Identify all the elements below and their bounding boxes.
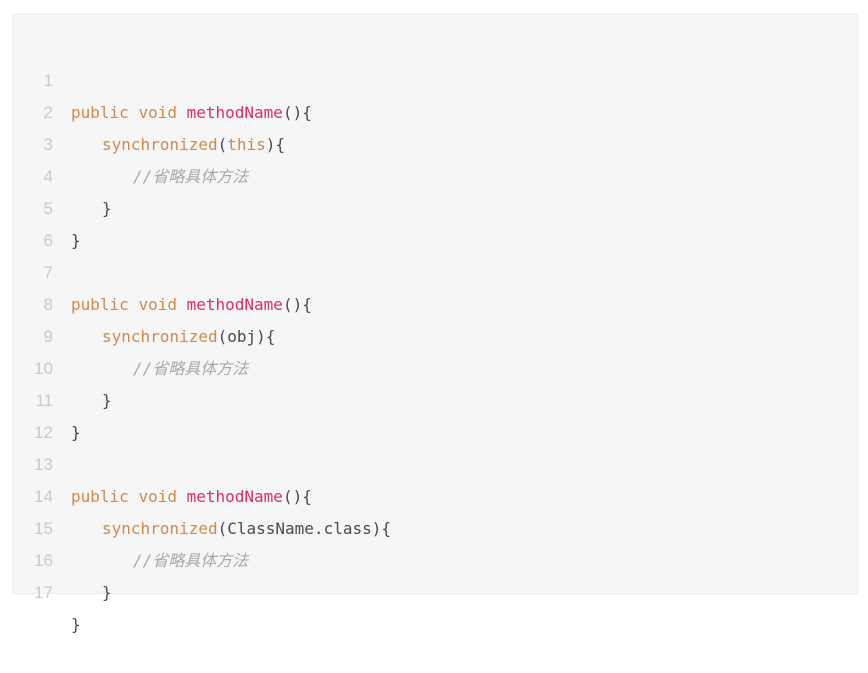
punctuation: ){ [256, 327, 276, 346]
line-number: 16 [34, 551, 53, 570]
line-number: 14 [34, 487, 53, 506]
code-line: 17 } [13, 545, 857, 634]
function-name: methodName [186, 295, 283, 314]
punctuation: ( [217, 327, 228, 346]
punctuation: (){ [282, 487, 312, 506]
line-number: 4 [43, 167, 53, 186]
code-block: 1 public void methodName(){ 2 synchroniz… [12, 14, 858, 634]
code-line: 7 public void methodName(){ [13, 225, 857, 314]
code-text: public void methodName(){ [71, 97, 312, 129]
line-number: 12 [34, 423, 53, 442]
code-line: 4 } [13, 129, 857, 218]
keyword-synchronized: synchronized [102, 327, 218, 346]
code-line: 5 } [13, 161, 857, 250]
code-text: public void methodName(){ [71, 481, 312, 513]
keyword-void: void [138, 487, 177, 506]
line-number: 6 [43, 231, 53, 250]
punctuation: ){ [371, 519, 391, 538]
code-line: 6 [13, 193, 857, 250]
function-name: methodName [186, 103, 283, 122]
line-number: 17 [34, 583, 53, 602]
code-text: synchronized(ClassName.class){ [71, 513, 391, 545]
line-number: 9 [43, 327, 53, 346]
line-number: 3 [43, 135, 53, 154]
code-line: 12 [13, 385, 857, 442]
keyword-this: this [227, 135, 266, 154]
code-line: 16 } [13, 513, 857, 602]
code-line: 9 //省略具体方法 [13, 289, 857, 378]
code-text: public void methodName(){ [71, 289, 312, 321]
identifier-obj: obj [227, 327, 257, 346]
line-number: 7 [43, 263, 53, 282]
line-number: 8 [43, 295, 53, 314]
line-number: 11 [35, 391, 53, 410]
line-number: 13 [34, 455, 53, 474]
punctuation: (){ [282, 295, 312, 314]
punctuation: ( [217, 135, 228, 154]
punctuation: ){ [265, 135, 286, 154]
code-line: 13 public void methodName(){ [13, 417, 857, 506]
line-number: 5 [43, 199, 53, 218]
closing-brace: } [71, 615, 81, 634]
closing-brace: } [102, 199, 112, 218]
code-line: 8 synchronized(obj){ [13, 257, 857, 346]
punctuation: ( [217, 519, 228, 538]
line-number: 15 [34, 519, 53, 538]
code-line: 2 synchronized(this){ [13, 65, 857, 154]
code-text: synchronized(this){ [71, 129, 285, 161]
closing-brace: } [102, 583, 112, 602]
code-line: 1 public void methodName(){ [13, 33, 857, 122]
code-comment: //省略具体方法 [133, 359, 249, 378]
punctuation: (){ [282, 103, 312, 122]
code-text: synchronized(obj){ [71, 321, 275, 353]
code-lines: 1 public void methodName(){ 2 synchroniz… [13, 33, 857, 634]
line-number: 10 [34, 359, 53, 378]
line-number: 2 [43, 103, 53, 122]
line-number: 1 [43, 71, 53, 90]
function-name: methodName [186, 487, 283, 506]
keyword-public: public [71, 103, 129, 122]
code-line: 11 } [13, 353, 857, 442]
keyword-void: void [138, 295, 177, 314]
code-comment: //省略具体方法 [133, 167, 249, 186]
code-line: 15 //省略具体方法 [13, 481, 857, 570]
code-comment: //省略具体方法 [133, 551, 249, 570]
keyword-public: public [71, 487, 129, 506]
identifier-class-name: ClassName.class [227, 519, 372, 538]
keyword-synchronized: synchronized [102, 135, 218, 154]
closing-brace: } [71, 231, 81, 250]
code-line: 14 synchronized(ClassName.class){ [13, 449, 857, 538]
closing-brace: } [71, 423, 81, 442]
keyword-void: void [138, 103, 177, 122]
keyword-synchronized: synchronized [102, 519, 218, 538]
closing-brace: } [102, 391, 112, 410]
code-line: 3 //省略具体方法 [13, 97, 857, 186]
keyword-public: public [71, 295, 129, 314]
code-line: 10 } [13, 321, 857, 410]
